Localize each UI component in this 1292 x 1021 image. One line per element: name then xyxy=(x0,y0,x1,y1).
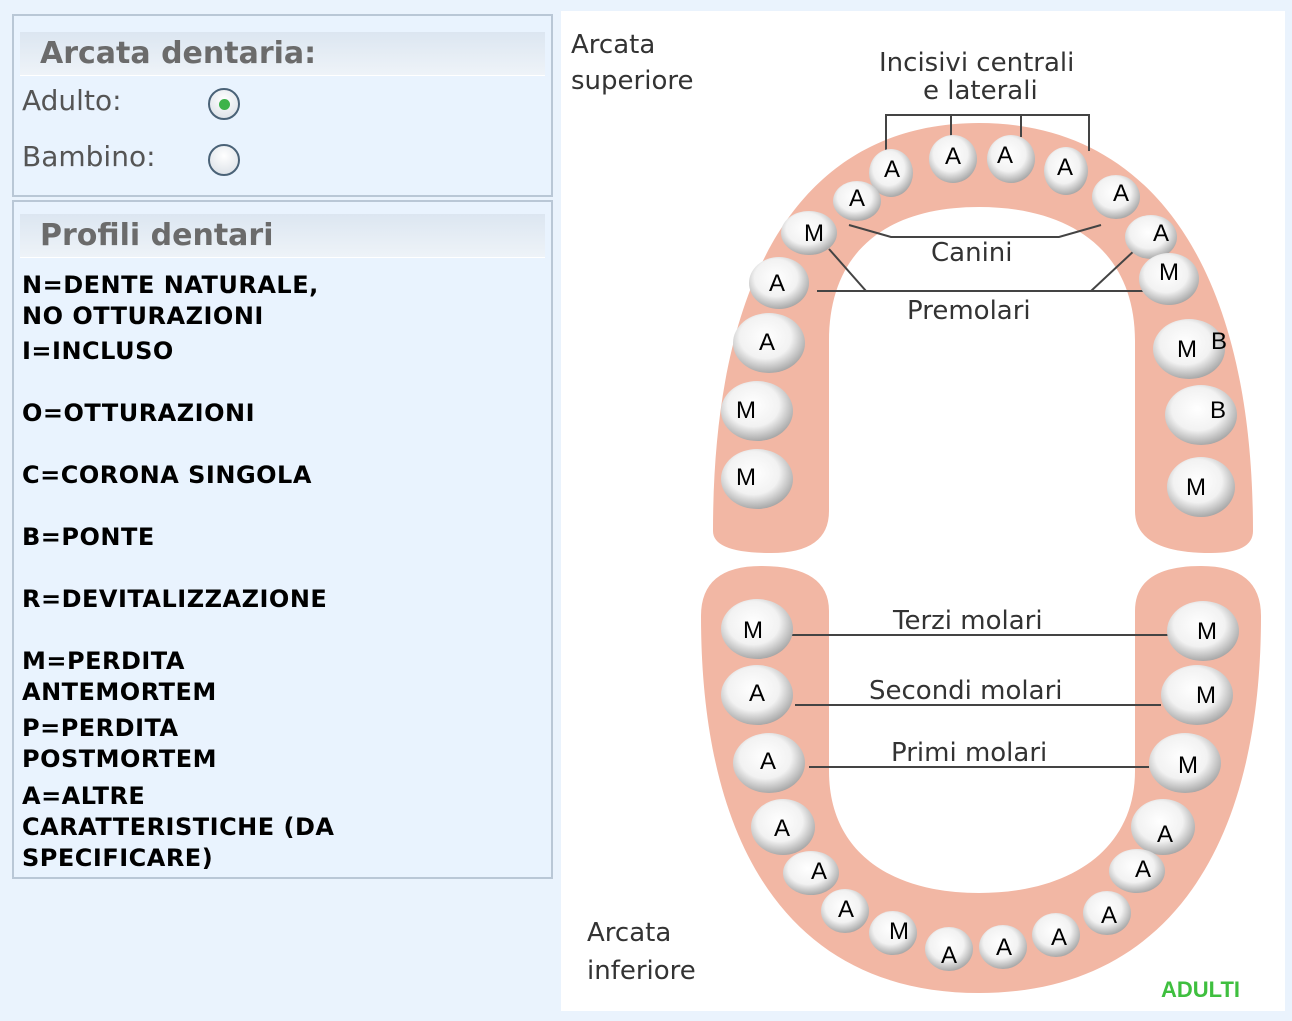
radio-selected-dot xyxy=(219,99,230,110)
adulto-label: Adulto: xyxy=(22,84,122,117)
legend-item-b: B=PONTE xyxy=(22,522,155,553)
tooth-letter: A xyxy=(996,934,1012,961)
tooth-letter: A xyxy=(997,142,1013,169)
tooth-letter: M xyxy=(1159,259,1179,286)
canini-label: Canini xyxy=(931,238,1013,268)
tooth[interactable]: A xyxy=(751,799,815,855)
tooth[interactable]: A xyxy=(821,889,869,933)
profili-dentari-panel: Profili dentari N=DENTE NATURALE, NO OTT… xyxy=(12,200,553,879)
bambino-radio[interactable] xyxy=(208,144,240,176)
tooth-letter: A xyxy=(1101,902,1117,929)
tooth-letter: M xyxy=(1178,752,1198,779)
tooth[interactable]: A xyxy=(1032,913,1080,957)
tooth-letter: M xyxy=(1186,474,1206,501)
tooth[interactable]: A xyxy=(733,733,805,793)
arcata-panel-title: Arcata dentaria: xyxy=(20,32,545,76)
tooth[interactable]: M xyxy=(721,381,793,441)
tooth[interactable]: M xyxy=(1167,457,1235,517)
terzi-molari-label: Terzi molari xyxy=(892,606,1043,636)
incisivi-label: e laterali xyxy=(923,76,1038,106)
tooth-letter: A xyxy=(769,270,785,297)
tooth-letter: A xyxy=(1057,154,1073,181)
tooth-letter: B xyxy=(1210,397,1226,424)
tooth[interactable]: A xyxy=(1044,147,1088,195)
tooth[interactable]: M xyxy=(1167,601,1239,661)
incisivi-label: Incisivi centrali xyxy=(879,48,1074,78)
tooth[interactable]: A xyxy=(1109,849,1165,893)
tooth-letter: M xyxy=(743,617,763,644)
tooth-letter: A xyxy=(1135,856,1151,883)
tooth-letter: A xyxy=(941,942,957,969)
legend-item-a: A=ALTRE CARATTERISTICHE (DA SPECIFICARE) xyxy=(22,781,334,874)
upper-arch-label: superiore xyxy=(571,66,693,96)
tooth[interactable]: A xyxy=(1131,799,1195,855)
tooth-letter: M xyxy=(1197,618,1217,645)
tooth-letter: A xyxy=(1113,180,1129,207)
lower-arch-label: Arcata xyxy=(587,918,671,948)
profili-panel-title: Profili dentari xyxy=(20,214,545,258)
tooth-letter: A xyxy=(749,680,765,707)
tooth[interactable]: A xyxy=(721,665,793,725)
tooth-letter: M xyxy=(736,464,756,491)
tooth[interactable]: A xyxy=(1092,175,1140,219)
tooth-letter: A xyxy=(849,185,865,212)
tooth[interactable]: M xyxy=(1161,665,1233,725)
arcata-dentaria-panel: Arcata dentaria: Adulto: Bambino: xyxy=(12,14,553,197)
tooth[interactable]: B xyxy=(1165,385,1237,445)
tooth[interactable]: M xyxy=(1139,253,1199,305)
legend-item-i: I=INCLUSO xyxy=(22,336,174,367)
tooth[interactable]: A xyxy=(1083,891,1131,935)
tooth[interactable]: M xyxy=(1149,733,1221,793)
tooth[interactable]: A xyxy=(979,925,1027,969)
tooth[interactable]: M xyxy=(781,211,837,255)
tooth-letter: A xyxy=(1051,924,1067,951)
legend-item-n: N=DENTE NATURALE, NO OTTURAZIONI xyxy=(22,270,319,332)
premolari-label: Premolari xyxy=(907,296,1031,326)
tooth-letter: A xyxy=(1153,220,1169,247)
tooth-letter: M xyxy=(889,918,909,945)
tooth-letter: A xyxy=(774,815,790,842)
secondi-molari-label: Secondi molari xyxy=(869,676,1062,706)
legend-item-o: O=OTTURAZIONI xyxy=(22,398,255,429)
tooth[interactable]: A xyxy=(987,135,1035,183)
tooth-letter: A xyxy=(811,858,827,885)
tooth[interactable]: A xyxy=(783,851,839,895)
tooth[interactable]: A xyxy=(1125,215,1177,259)
adulto-radio[interactable] xyxy=(208,88,240,120)
legend-item-m: M=PERDITA ANTEMORTEM xyxy=(22,646,217,708)
primi-molari-label: Primi molari xyxy=(891,738,1047,768)
tooth-letter: A xyxy=(945,143,961,170)
tooth[interactable]: M xyxy=(721,449,793,509)
lower-arch-label: inferiore xyxy=(587,956,696,986)
tooth[interactable]: M xyxy=(721,599,793,659)
tooth[interactable]: A xyxy=(925,927,973,971)
tooth-letter: B xyxy=(1211,328,1227,355)
bambino-label: Bambino: xyxy=(22,140,156,173)
legend-item-c: C=CORONA SINGOLA xyxy=(22,460,312,491)
tooth-letter: A xyxy=(1157,821,1173,848)
upper-arch-label: Arcata xyxy=(571,30,655,60)
tooth-letter: A xyxy=(759,329,775,356)
legend-item-r: R=DEVITALIZZAZIONE xyxy=(22,584,327,615)
tooth-letter: M xyxy=(736,397,756,424)
tooth-letter: A xyxy=(760,748,776,775)
tooth[interactable]: A xyxy=(833,181,881,221)
adulti-badge: ADULTI xyxy=(1161,977,1240,1002)
tooth[interactable]: M xyxy=(869,911,917,955)
tooth-letter: A xyxy=(838,896,854,923)
tooth-letter: M xyxy=(1177,336,1197,363)
tooth-letter: M xyxy=(804,220,824,247)
tooth[interactable]: A xyxy=(749,257,809,309)
tooth[interactable]: A xyxy=(929,135,977,183)
tooth[interactable]: A xyxy=(733,313,805,373)
legend-item-p: P=PERDITA POSTMORTEM xyxy=(22,713,217,775)
tooth-letter: M xyxy=(1196,682,1216,709)
tooth-letter: A xyxy=(884,156,900,183)
